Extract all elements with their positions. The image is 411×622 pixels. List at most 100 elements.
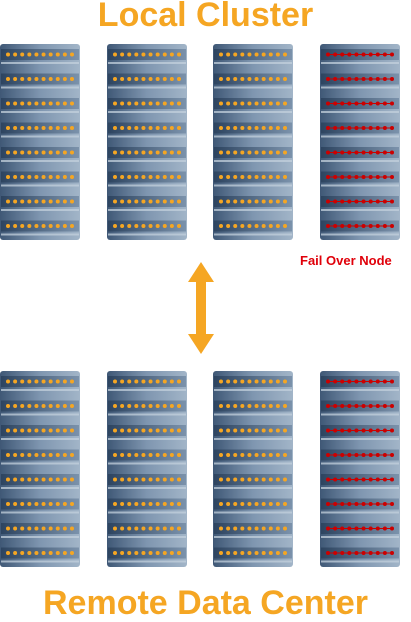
status-led bbox=[34, 150, 39, 155]
status-led bbox=[62, 551, 67, 555]
status-led bbox=[148, 52, 153, 57]
status-led bbox=[148, 404, 153, 408]
status-led bbox=[41, 404, 46, 408]
status-led bbox=[13, 379, 18, 384]
status-led bbox=[240, 526, 245, 531]
status-led bbox=[34, 526, 39, 531]
status-led bbox=[283, 428, 287, 433]
status-led bbox=[240, 477, 245, 482]
status-led bbox=[275, 453, 280, 457]
server-unit bbox=[321, 122, 399, 138]
status-led bbox=[20, 526, 25, 531]
status-led bbox=[233, 126, 238, 130]
status-led bbox=[70, 224, 74, 228]
status-led bbox=[127, 199, 132, 204]
status-led bbox=[233, 477, 238, 482]
status-led bbox=[13, 526, 18, 531]
server-unit bbox=[1, 425, 79, 440]
status-led bbox=[27, 477, 32, 482]
status-led bbox=[13, 224, 18, 228]
status-led bbox=[70, 175, 74, 179]
status-led bbox=[41, 224, 46, 228]
server-unit bbox=[108, 400, 186, 416]
status-led bbox=[233, 52, 238, 57]
status-led bbox=[6, 502, 10, 506]
status-led bbox=[283, 379, 287, 384]
status-led bbox=[226, 453, 231, 457]
status-led bbox=[120, 126, 125, 130]
status-led bbox=[41, 77, 46, 81]
status-led bbox=[219, 175, 223, 179]
status-led bbox=[233, 551, 238, 555]
server-unit bbox=[1, 547, 79, 563]
status-led bbox=[41, 379, 46, 384]
status-led bbox=[162, 150, 167, 155]
status-led bbox=[120, 101, 125, 106]
status-led bbox=[55, 199, 60, 204]
server-unit bbox=[108, 220, 186, 236]
status-led bbox=[27, 453, 32, 457]
status-led bbox=[41, 453, 46, 457]
status-led bbox=[113, 224, 117, 228]
status-led bbox=[240, 199, 245, 204]
status-led bbox=[62, 526, 67, 531]
status-led bbox=[62, 224, 67, 228]
status-led bbox=[113, 404, 117, 408]
status-led bbox=[20, 379, 25, 384]
status-led bbox=[55, 453, 60, 457]
status-led bbox=[226, 52, 231, 57]
status-led bbox=[169, 526, 174, 531]
status-led bbox=[13, 101, 18, 106]
status-led bbox=[55, 126, 60, 130]
status-led bbox=[70, 453, 74, 457]
status-led bbox=[254, 126, 259, 130]
status-led bbox=[275, 199, 280, 204]
status-led bbox=[48, 526, 53, 531]
status-led bbox=[275, 477, 280, 482]
status-led bbox=[20, 52, 25, 57]
status-led bbox=[219, 101, 223, 106]
status-led bbox=[27, 175, 32, 179]
status-led bbox=[148, 526, 153, 531]
status-led bbox=[48, 101, 53, 106]
status-led bbox=[155, 551, 160, 555]
status-led bbox=[177, 126, 181, 130]
status-led bbox=[134, 551, 139, 555]
server-unit bbox=[108, 73, 186, 89]
status-led bbox=[41, 150, 46, 155]
status-led bbox=[226, 126, 231, 130]
status-led bbox=[254, 199, 259, 204]
status-led bbox=[169, 379, 174, 384]
status-led bbox=[169, 428, 174, 433]
status-led bbox=[41, 477, 46, 482]
status-led bbox=[226, 101, 231, 106]
status-led bbox=[55, 175, 60, 179]
status-led bbox=[127, 477, 132, 482]
server-unit bbox=[214, 449, 292, 465]
status-led bbox=[127, 101, 132, 106]
status-led bbox=[27, 126, 32, 130]
status-led bbox=[226, 150, 231, 155]
status-led bbox=[34, 199, 39, 204]
status-led bbox=[148, 126, 153, 130]
status-led bbox=[247, 526, 252, 531]
status-led bbox=[113, 77, 117, 81]
status-led bbox=[268, 379, 273, 384]
status-led bbox=[162, 175, 167, 179]
failover-server-rack bbox=[320, 371, 400, 567]
status-led bbox=[283, 52, 287, 57]
status-led bbox=[134, 175, 139, 179]
status-led bbox=[177, 404, 181, 408]
status-led bbox=[226, 502, 231, 506]
server-unit bbox=[214, 425, 292, 440]
status-led bbox=[62, 428, 67, 433]
status-led bbox=[275, 404, 280, 408]
status-led bbox=[155, 477, 160, 482]
status-led bbox=[120, 52, 125, 57]
status-led bbox=[41, 199, 46, 204]
status-led bbox=[275, 428, 280, 433]
status-led bbox=[240, 453, 245, 457]
status-led bbox=[275, 551, 280, 555]
server-unit bbox=[1, 523, 79, 538]
status-led bbox=[113, 150, 117, 155]
